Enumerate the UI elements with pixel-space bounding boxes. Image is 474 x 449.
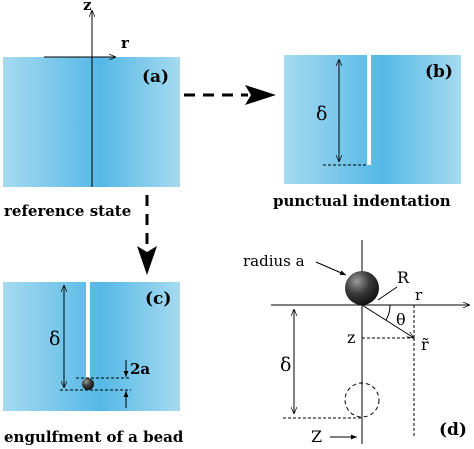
arrow-a-to-c [137, 195, 157, 275]
radius-label-d: radius a [243, 252, 305, 270]
gel-block-b [284, 55, 461, 184]
caption-a: reference state [4, 202, 131, 220]
axis-label-z-a: z [83, 0, 92, 14]
bead-size-label-c: 2a [130, 360, 150, 378]
R-leader-d [377, 286, 398, 301]
z-label-d: z [347, 328, 355, 347]
r-tilde-label-d: r̃ [421, 335, 429, 354]
caption-b: punctual indentation [273, 192, 451, 210]
panel-b: δ (b) punctual indentation [273, 55, 461, 210]
indent-slit-c [86, 282, 90, 380]
bead-surface-d [345, 271, 379, 305]
panel-c: 2a δ (c) engulfment of a bead [3, 282, 184, 446]
panel-tag-a: (a) [142, 67, 169, 87]
Z-label-d: Z [311, 427, 322, 446]
depth-label-c: δ [49, 328, 60, 350]
panel-tag-b: (b) [425, 62, 453, 82]
theta-label-d: θ [396, 310, 406, 329]
panel-tag-c: (c) [145, 289, 171, 309]
depth-label-d: δ [280, 354, 291, 376]
r-tilde-vector-d [361, 304, 414, 338]
theta-arc-d [385, 304, 391, 321]
panel-a: z r (a) reference state [3, 0, 180, 220]
arrow-a-to-b [184, 85, 276, 105]
axis-label-r-a: r [121, 34, 130, 52]
bead-embedded-d [344, 382, 380, 418]
R-label-d: R [397, 268, 410, 287]
panel-d: radius a R r θ z r̃ δ Z (d) [243, 240, 470, 446]
depth-label-b: δ [316, 103, 327, 125]
indent-slit-b [367, 55, 371, 165]
panel-tag-d: (d) [439, 420, 467, 440]
radius-leader-d [315, 261, 347, 276]
r-label-d: r [415, 286, 423, 304]
bead-c [82, 378, 94, 390]
caption-c: engulfment of a bead [4, 428, 184, 446]
